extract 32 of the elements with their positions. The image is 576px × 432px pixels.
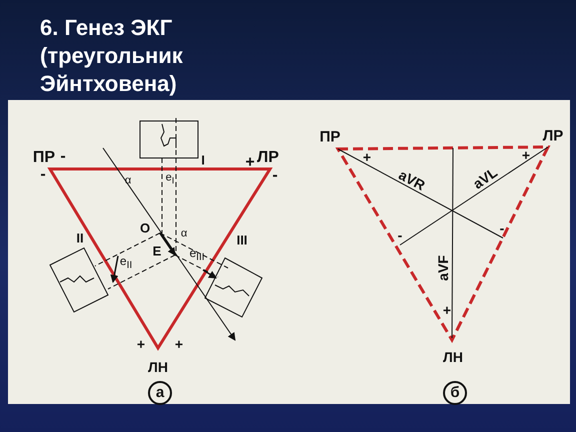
vector-label: E <box>152 244 162 258</box>
lead-label: II <box>76 232 84 244</box>
panel-letter: а <box>148 381 172 405</box>
vertex-label: ЛР <box>257 150 279 166</box>
angle-label: α <box>180 228 188 240</box>
polarity-sign: + <box>362 150 372 164</box>
projection-label: e$_{III}$ <box>189 246 205 264</box>
polarity-sign: - <box>40 167 46 183</box>
polarity-sign: - <box>272 168 278 184</box>
axis-label: aVR <box>396 167 428 193</box>
polarity-sign: - <box>500 221 504 235</box>
vertex-label: ЛН <box>443 350 463 364</box>
lead-label: I <box>201 154 205 166</box>
projection-label: e$_{II}$ <box>120 254 132 272</box>
point-label: O <box>140 222 150 234</box>
polarity-sign: + <box>442 303 452 317</box>
polarity-sign: - <box>60 149 66 165</box>
lead-label: III <box>236 234 248 246</box>
axis-label: aVF <box>436 255 450 281</box>
polarity-sign: - <box>398 228 402 242</box>
vertex-label: ПР <box>32 150 56 166</box>
slide-title: 6. Генез ЭКГ (треугольник Эйнтховена) <box>40 14 184 98</box>
polarity-sign: + <box>174 337 184 351</box>
vertex-label: ПР <box>320 130 340 144</box>
vertex-label: ЛР <box>542 128 564 144</box>
axis-label: aVL <box>470 164 500 192</box>
projection-label: e$_{I}$ <box>166 172 174 186</box>
polarity-sign: + <box>136 337 146 351</box>
panel-letter: б <box>443 381 467 405</box>
polarity-sign: + <box>245 155 255 171</box>
vertex-label: ЛН <box>148 360 168 374</box>
polarity-sign: + <box>522 148 530 162</box>
